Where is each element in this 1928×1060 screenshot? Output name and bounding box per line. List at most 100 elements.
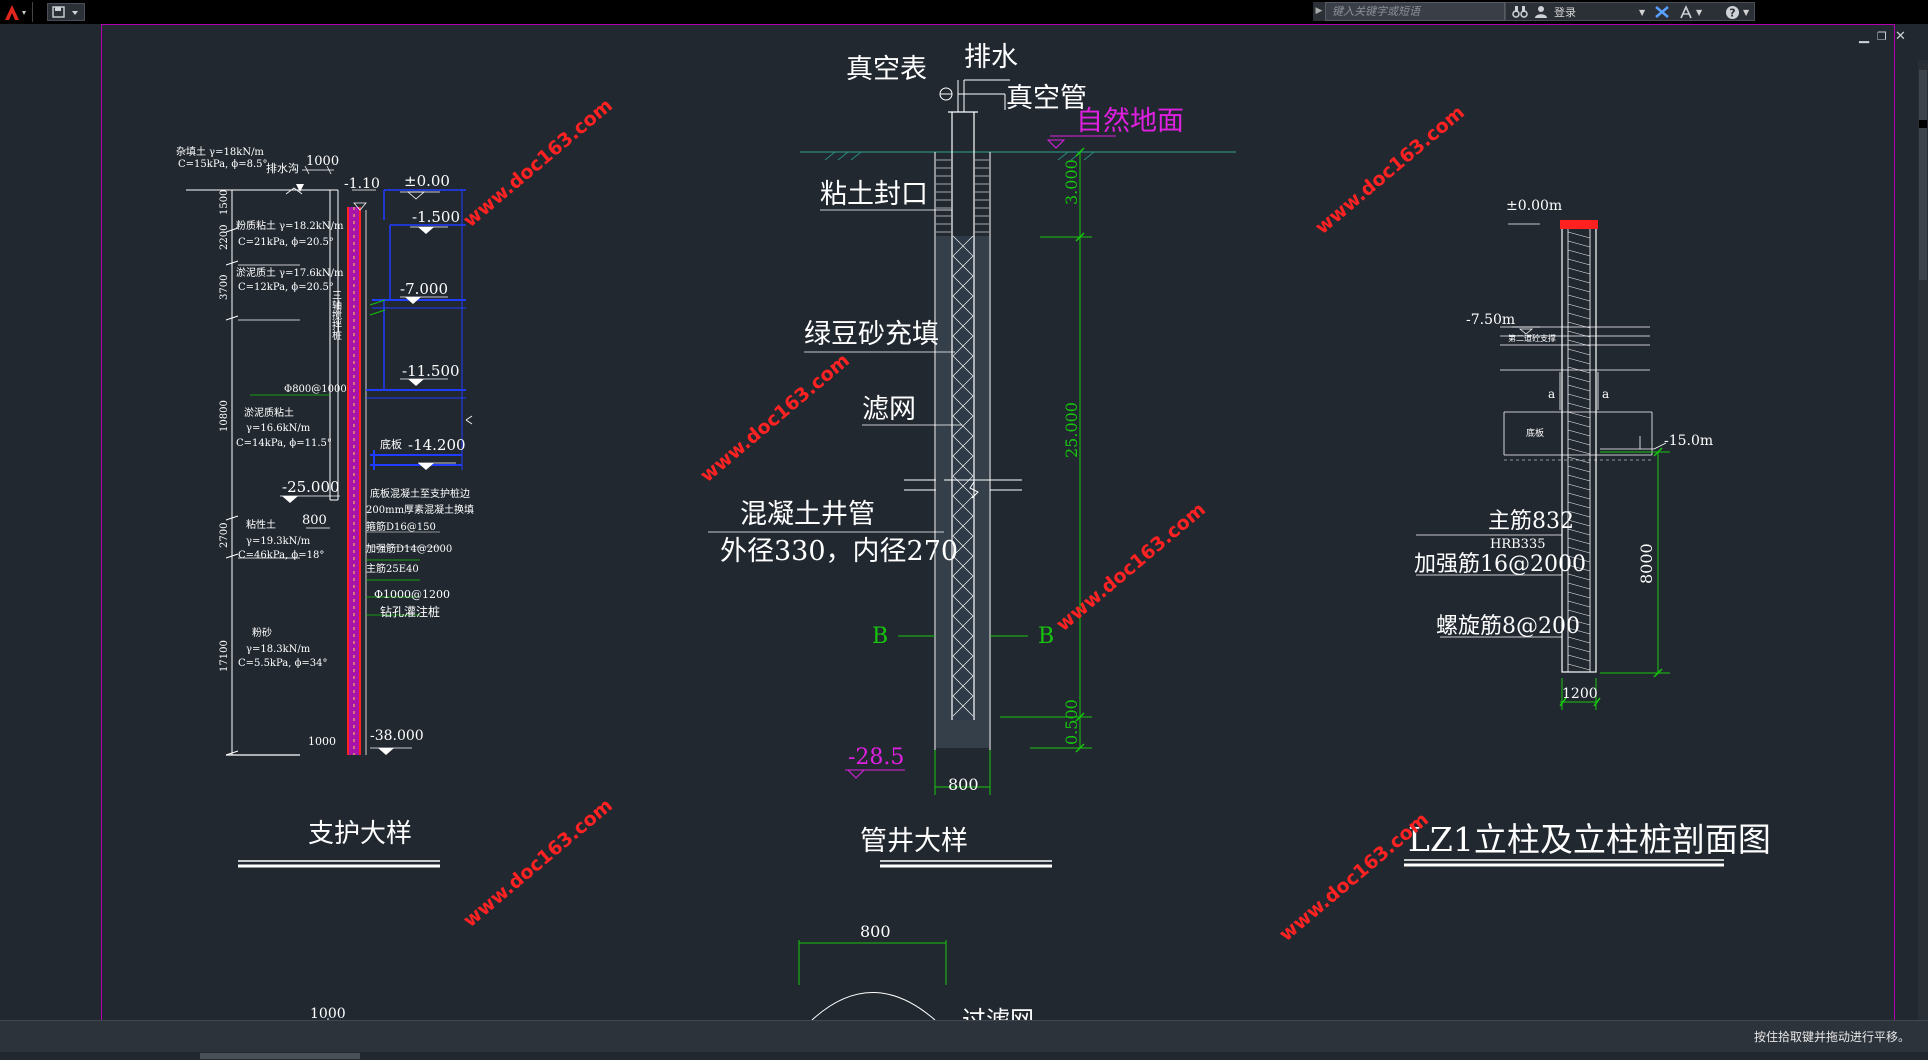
watermark-6: www.doc163.com [1275, 808, 1433, 945]
well-sand-fill: 绿豆砂充填 [804, 319, 939, 350]
support-title: 支护大样 [308, 819, 412, 849]
help-dropdown-icon[interactable]: ▼ [1743, 8, 1750, 17]
watermark-1: www.doc163.com [459, 94, 617, 231]
well-elev-285: -28.5 [848, 745, 904, 770]
vertical-scrollbar[interactable] [1918, 60, 1928, 1060]
binoculars-icon[interactable] [1512, 5, 1528, 19]
horizontal-scrollbar-thumb[interactable] [200, 1053, 360, 1059]
column-rebar-hatch [1567, 231, 1591, 671]
watermark-2: www.doc163.com [1311, 101, 1469, 238]
status-hint: 按住拾取键并拖动进行平移。 [1753, 1030, 1910, 1044]
save-icon [52, 6, 78, 18]
support-pile-vertical: 三轴搅拌桩 [330, 290, 342, 341]
login-label[interactable]: 登录 [1554, 6, 1576, 19]
watermark-4: www.doc163.com [1052, 498, 1210, 635]
search-expand-icon[interactable]: ▶ [1313, 2, 1325, 21]
application-toolbar: ▶ 键入关键字或短语 登录 ▼ ▼ ? ▼ [0, 0, 1928, 24]
support-note-2: 200mm厚素混凝土换填 [366, 503, 474, 516]
column-dim-1200: 1200 [1562, 686, 1598, 702]
support-depth-2: 2200 [219, 225, 230, 250]
exchange-apps-icon[interactable] [1654, 5, 1670, 19]
column-spiral: 螺旋筋8@200 [1436, 614, 1580, 639]
search-input[interactable]: 键入关键字或短语 [1325, 2, 1505, 21]
user-icon[interactable] [1534, 5, 1548, 19]
well-dim-3000: 3.000 [1062, 159, 1081, 205]
horizontal-scrollbar[interactable] [0, 1052, 1928, 1060]
support-layer4-b: γ=16.6kN/m [246, 423, 311, 434]
support-elev-14200: -14.200 [408, 436, 466, 454]
column-stiffener: 加强筋16@2000 [1414, 552, 1586, 577]
support-dim-1000: 1000 [306, 154, 339, 169]
support-layer2-b: C=21kPa, ϕ=20.5° [238, 237, 334, 248]
well-vacuum-gauge: 真空表 [846, 54, 927, 85]
support-layer1-a: 杂填土 γ=18kN/m [176, 145, 264, 158]
support-depth-dims: 1500 2200 3700 10800 2700 17100 [219, 190, 230, 672]
a360-dropdown-icon[interactable]: ▼ [1696, 8, 1703, 17]
autodesk-a360-icon[interactable] [1678, 5, 1694, 19]
support-layer5-c: C=46kPa, ϕ=18° [238, 550, 324, 561]
support-layer6-c: C=5.5kPa, ϕ=34° [238, 658, 328, 669]
vertical-scrollbar-thumb[interactable] [1919, 70, 1927, 280]
well-dim-800-bottom: 800 [860, 922, 891, 941]
quick-access-dropdown[interactable] [47, 3, 85, 21]
support-elev-110: -1.10 [344, 176, 380, 192]
column-floor-label: 底板 [1526, 427, 1544, 439]
support-dim-800: 800 [302, 513, 327, 528]
column-elev-0: ±0.00m [1506, 198, 1562, 214]
support-layer6-b: γ=18.3kN/m [246, 644, 311, 655]
watermark-5: www.doc163.com [459, 794, 617, 931]
drawing-viewport-border [101, 24, 1895, 1024]
support-depth-6: 17100 [219, 640, 230, 672]
support-note-4: 加强筋D14@2000 [366, 542, 452, 555]
support-note-6: Φ1000@1200 [374, 588, 450, 601]
column-title: LZ1立柱及立柱桩剖面图 [1408, 820, 1771, 859]
support-elev-38000: -38.000 [370, 728, 424, 744]
well-ground: 自然地面 [1076, 106, 1184, 137]
support-layer3-b: C=12kPa, ϕ=20.5° [238, 282, 334, 293]
support-depth-5: 2700 [219, 523, 230, 548]
well-detail [708, 79, 1236, 1021]
support-note-5: 主筋25E40 [366, 562, 419, 575]
restore-icon[interactable]: ❐ [1877, 30, 1887, 43]
well-pipe-diameter: 外径330，内径270 [720, 536, 958, 567]
column-main-bar: 主筋832 [1488, 509, 1574, 534]
column-support-label: 第二道砼支撑 [1508, 333, 1556, 343]
support-pile-spacing: Φ800@1000 [284, 384, 347, 395]
column-elev-150: -15.0m [1664, 433, 1713, 449]
well-clay-seal: 粘土封口 [820, 179, 928, 210]
well-concrete-pipe: 混凝土井管 [740, 499, 875, 530]
well-vacuum-pipe: 真空管 [1006, 83, 1087, 114]
support-drain-label: 排水沟 [266, 161, 299, 175]
support-layer6-a: 粉砂 [252, 626, 272, 639]
column-mark-a-left: a [1548, 387, 1555, 401]
minimize-icon[interactable]: ▁ [1859, 29, 1869, 44]
watermark-3: www.doc163.com [696, 349, 854, 486]
support-layer3-a: 淤泥质土 γ=17.6kN/m [236, 266, 344, 279]
status-bar [0, 1020, 1928, 1053]
autocad-logo-icon[interactable] [2, 2, 42, 22]
support-depth-4: 10800 [219, 400, 230, 432]
well-drain: 排水 [964, 42, 1018, 73]
well-filter-mesh: 滤网 [862, 394, 916, 425]
support-detail [186, 165, 473, 756]
help-icon[interactable]: ? [1725, 5, 1740, 20]
column-dim-8000: 8000 [1637, 543, 1656, 584]
column-detail [1416, 220, 1670, 710]
support-depth-1: 1500 [219, 190, 230, 215]
support-layer5-b: γ=19.3kN/m [246, 536, 311, 547]
support-note-1: 底板混凝土至支护桩边 [370, 487, 470, 500]
support-elev-11500: -11.500 [402, 362, 460, 380]
well-dim-25000: 25.000 [1062, 402, 1081, 458]
support-elev-25000: -25.000 [282, 478, 340, 496]
column-labels: ±0.00m -7.50m 第二道砼支撑 底板 -15.0m a a 主筋832… [1408, 198, 1771, 859]
column-bar-grade: HRB335 [1490, 537, 1546, 552]
scrollbar-marker [1919, 120, 1927, 128]
close-icon[interactable]: ✕ [1895, 29, 1906, 44]
support-note-3: 箍筋D16@150 [366, 520, 436, 533]
support-layer4-a: 淤泥质粘土 [244, 406, 294, 419]
login-dropdown-icon[interactable]: ▼ [1639, 8, 1646, 17]
support-note-7: 钻孔灌注桩 [380, 604, 440, 619]
support-depth-3: 3700 [219, 275, 230, 300]
well-dim-0500: 0.500 [1062, 699, 1081, 745]
